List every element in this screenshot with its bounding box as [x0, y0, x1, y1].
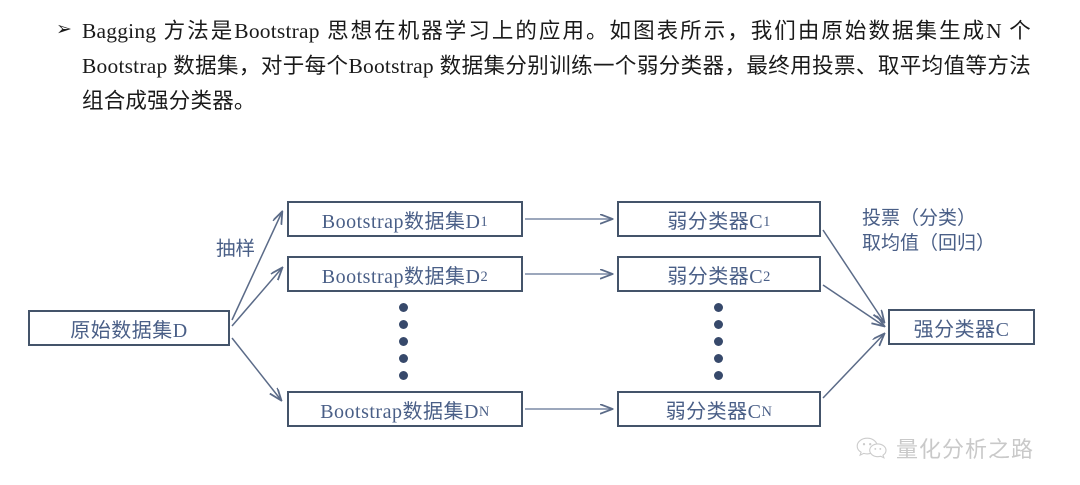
ellipsis-dot	[714, 303, 723, 312]
label-sampling: 抽样	[216, 239, 256, 260]
bullet-arrow-icon: ➢	[56, 18, 72, 40]
node-original-dataset: 原始数据集D	[28, 310, 230, 346]
ellipsis-dot	[399, 371, 408, 380]
node-original-dataset-label: 原始数据集D	[70, 319, 188, 342]
node-bootstrap-dataset-1-subscript: 1	[480, 213, 489, 230]
ellipsis-dots-datasets	[399, 303, 408, 388]
wechat-icon	[856, 437, 887, 459]
watermark-text: 量化分析之路	[896, 437, 1035, 462]
ellipsis-dot	[399, 354, 408, 363]
node-strong-classifier-label: 强分类器C	[913, 318, 1010, 341]
watermark: 量化分析之路	[855, 432, 1034, 464]
ellipsis-dot	[399, 320, 408, 329]
node-weak-classifier-1-subscript: 1	[763, 213, 771, 230]
node-bootstrap-dataset-1-label: Bootstrap数据集D	[321, 210, 481, 233]
node-weak-classifier-n-subscript: N	[761, 403, 773, 420]
label-combine-line1: 投票（分类）	[862, 208, 977, 229]
node-strong-classifier: 强分类器C	[888, 309, 1035, 345]
ellipsis-dot	[714, 371, 723, 380]
ellipsis-dot	[399, 337, 408, 346]
node-bootstrap-dataset-n-subscript: N	[478, 403, 490, 420]
ellipsis-dot	[714, 354, 723, 363]
node-bootstrap-dataset-2-subscript: 2	[480, 268, 489, 285]
label-combine-line2: 取均值（回归）	[862, 233, 996, 254]
node-weak-classifier-2-label: 弱分类器C	[667, 265, 764, 288]
node-weak-classifier-n-label: 弱分类器C	[665, 400, 762, 423]
ellipsis-dots-classifiers	[714, 303, 723, 388]
node-weak-classifier-2-subscript: 2	[763, 268, 771, 285]
node-weak-classifier-1-label: 弱分类器C	[667, 210, 764, 233]
paragraph-block: ➢ Bagging 方法是Bootstrap 思想在机器学习上的应用。如图表所示…	[56, 14, 1031, 119]
ellipsis-dot	[714, 320, 723, 329]
ellipsis-dot	[399, 303, 408, 312]
label-combine: 投票（分类） 取均值（回归）	[862, 206, 995, 256]
node-bootstrap-dataset-2-label: Bootstrap数据集D	[321, 265, 481, 288]
node-bootstrap-dataset-n-label: Bootstrap数据集D	[320, 400, 479, 423]
paragraph-text: Bagging 方法是Bootstrap 思想在机器学习上的应用。如图表所示，我…	[82, 19, 1031, 113]
ellipsis-dot	[714, 337, 723, 346]
